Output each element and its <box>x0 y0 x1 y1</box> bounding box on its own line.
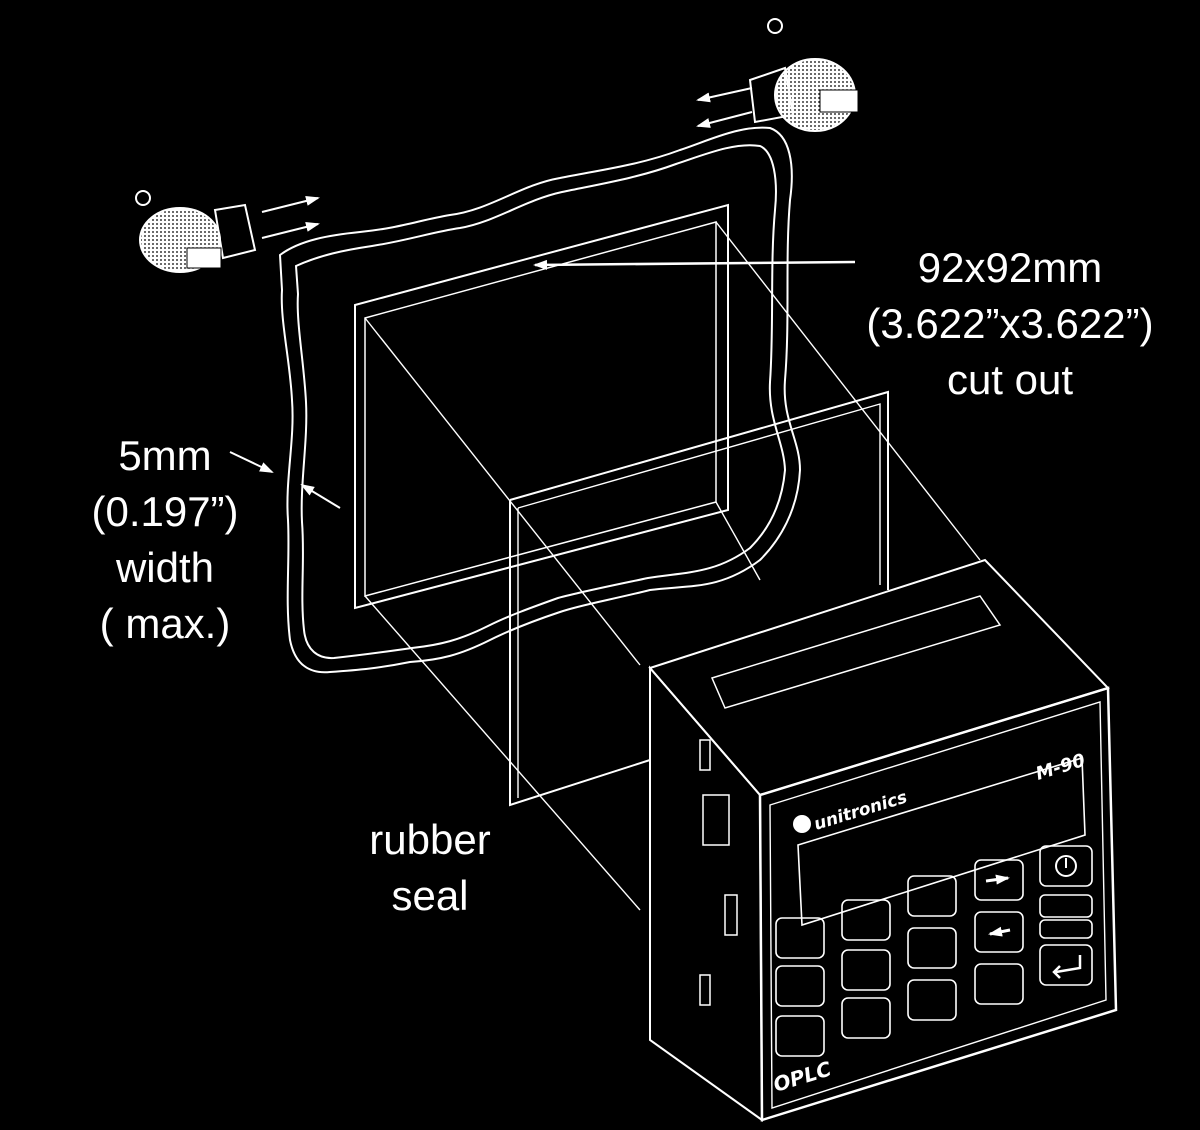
left-arrow-key-icon <box>988 926 1011 937</box>
panel-width-label: 5mm (0.197”) width ( max.) <box>60 428 270 652</box>
seal-line-2: seal <box>391 872 469 919</box>
cutout-callout-arrow <box>533 259 856 270</box>
cutout-line-2: (3.622”x3.622”) <box>866 300 1154 347</box>
mounting-bracket-icon <box>135 190 257 273</box>
model-label: M-90 <box>1033 750 1087 785</box>
device-top <box>648 558 1110 797</box>
rubber-seal <box>509 390 889 807</box>
width-line-4: ( max.) <box>99 600 231 647</box>
terminal-strip <box>710 595 1002 709</box>
width-line-3: width <box>115 544 215 591</box>
mounting-bracket-icon <box>748 18 859 132</box>
enter-key-icon <box>1052 955 1082 979</box>
brand-name: unitronics <box>812 787 910 834</box>
controller-device <box>648 558 1118 1122</box>
arrow-icon <box>261 87 753 239</box>
panel-inner-edge <box>294 144 787 660</box>
right-arrow-key-icon <box>985 874 1010 885</box>
mounting-panel <box>278 126 802 674</box>
keypad <box>775 845 1093 1057</box>
width-line-1: 5mm <box>118 432 212 479</box>
panel-outer-edge <box>278 126 802 674</box>
width-callout-arrows <box>229 451 341 509</box>
device-side <box>649 665 764 1122</box>
rubber-seal-label: rubber seal <box>330 812 530 924</box>
width-line-2: (0.197”) <box>91 488 239 535</box>
device-front-face <box>758 686 1118 1122</box>
seal-line-1: rubber <box>369 816 491 863</box>
cutout-dimension-label: 92x92mm (3.622”x3.622”) cut out <box>820 240 1200 408</box>
cutout-opening <box>354 203 729 610</box>
projection-lines <box>364 221 981 911</box>
brand-logo: unitronics <box>793 787 910 835</box>
power-key-icon <box>1055 855 1077 877</box>
device-front-bezel <box>769 701 1107 1109</box>
cutout-line-3: cut out <box>946 356 1074 403</box>
cutout-line-1: 92x92mm <box>917 244 1103 291</box>
lcd-display <box>797 756 1086 927</box>
